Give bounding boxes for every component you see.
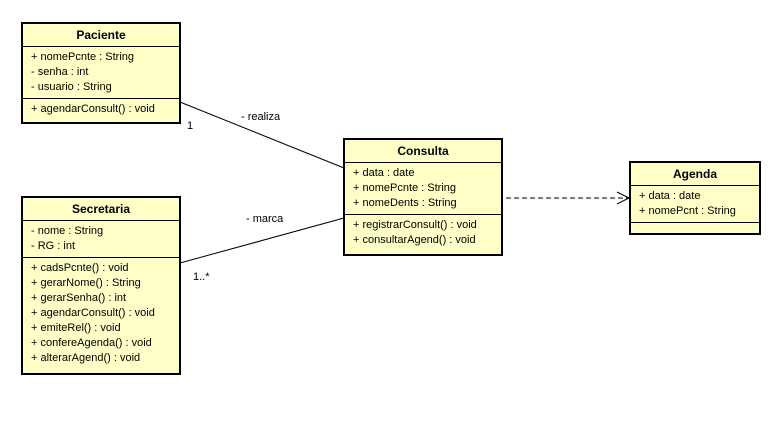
attribute: - senha : int [31,66,89,78]
operations: + registrarConsult() : void + consultarA… [345,215,501,251]
class-name: Paciente [23,24,179,47]
attribute: + data : date [353,167,415,179]
attributes: + data : date + nomePcnte : String + nom… [345,163,501,215]
attributes: + data : date + nomePcnt : String [631,186,759,223]
attribute: + nomePcnte : String [353,182,457,194]
association-realiza [179,101,345,169]
multiplicity-realiza: 1 [187,120,194,132]
association-label-realiza: - realiza [241,111,281,123]
operation: + registrarConsult() : void [353,219,477,231]
association-label-marca: - marca [246,213,284,225]
operation: + cadsPcnte() : void [31,262,129,274]
operation: + agendarConsult() : void [31,307,155,319]
attribute: + nomePcnt : String [639,205,736,217]
class-paciente[interactable]: Paciente + nomePcnte : String - senha : … [21,22,181,124]
attribute: - nome : String [31,225,104,237]
attribute: + data : date [639,190,701,202]
multiplicity-marca: 1..* [193,271,210,283]
class-name: Secretaria [23,198,179,221]
class-secretaria[interactable]: Secretaria - nome : String - RG : int + … [21,196,181,375]
operation: + consultarAgend() : void [353,234,476,246]
operation: + gerarSenha() : int [31,292,127,304]
association-marca [179,217,345,264]
operations [631,223,759,229]
operation: + confereAgenda() : void [31,337,152,349]
class-name: Consulta [345,140,501,163]
class-name: Agenda [631,163,759,186]
attribute: + nomeDents : String [353,197,457,209]
attribute: - usuario : String [31,81,112,93]
attributes: + nomePcnte : String - senha : int - usu… [23,47,179,99]
attributes: - nome : String - RG : int [23,221,179,258]
class-consulta[interactable]: Consulta + data : date + nomePcnte : Str… [343,138,503,256]
operation: + gerarNome() : String [31,277,141,289]
operation: + emiteRel() : void [31,322,121,334]
attribute: - RG : int [31,240,76,252]
attribute: + nomePcnte : String [31,51,135,63]
operation: + agendarConsult() : void [31,103,155,115]
operations: + agendarConsult() : void [23,99,179,120]
operations: + cadsPcnte() : void + gerarNome() : Str… [23,258,179,369]
operation: + alterarAgend() : void [31,352,141,364]
class-agenda[interactable]: Agenda + data : date + nomePcnt : String [629,161,761,235]
